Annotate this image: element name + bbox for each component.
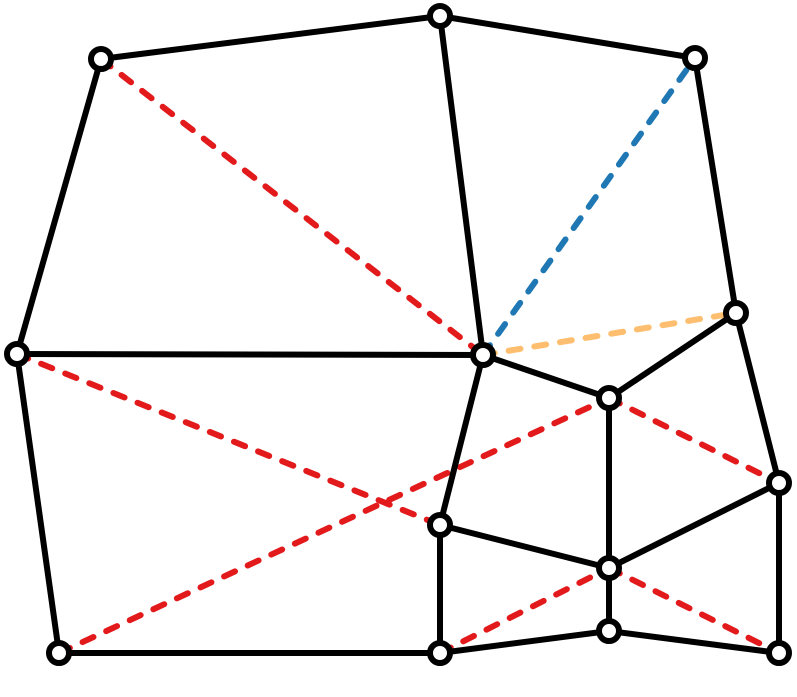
edge-v1-v2 [98, 13, 443, 62]
dashed-edge-red-v7-v8 [606, 395, 782, 486]
node-v7 [596, 385, 622, 411]
dashed-edge-red-v10-v14 [606, 565, 782, 656]
edge-v12-v13 [437, 628, 612, 656]
dashed-edge-red-v11-v7 [56, 395, 612, 656]
dashed-edge-blue-v5-v3 [480, 55, 698, 358]
edge-v4-v11 [14, 351, 62, 656]
edge-v8-v10 [606, 480, 782, 571]
node-v4 [4, 341, 30, 367]
edge-v2-v3 [437, 13, 698, 61]
node-v6 [723, 300, 749, 326]
node-v1 [88, 46, 114, 72]
node-v10 [596, 555, 622, 581]
node-v13 [596, 618, 622, 644]
edge-v6-v8 [733, 310, 782, 486]
edge-v5-v7 [480, 352, 612, 401]
dashed-edge-orange-v5-v6 [480, 310, 739, 358]
edge-v3-v6 [692, 55, 739, 316]
edge-v2-v5 [437, 13, 486, 358]
edge-v9-v10 [437, 522, 612, 571]
dashed-edges [14, 55, 782, 656]
edge-v6-v7 [606, 310, 739, 401]
nodes [4, 3, 792, 666]
solid-edges [14, 13, 782, 656]
edge-v5-v9 [437, 352, 486, 528]
node-v3 [682, 45, 708, 71]
node-v12 [427, 640, 453, 666]
node-v5 [470, 342, 496, 368]
node-v9 [427, 512, 453, 538]
edge-v1-v4 [14, 56, 104, 357]
node-v11 [46, 640, 72, 666]
dashed-edge-red-v1-v5 [98, 56, 486, 358]
node-v14 [766, 640, 792, 666]
node-v8 [766, 470, 792, 496]
node-v2 [427, 3, 453, 29]
edge-v13-v14 [606, 628, 782, 656]
dashed-edge-red-v12-v10 [437, 565, 612, 656]
dashed-edge-red-v4-v9 [14, 351, 443, 528]
edge-v4-v5 [14, 351, 486, 358]
